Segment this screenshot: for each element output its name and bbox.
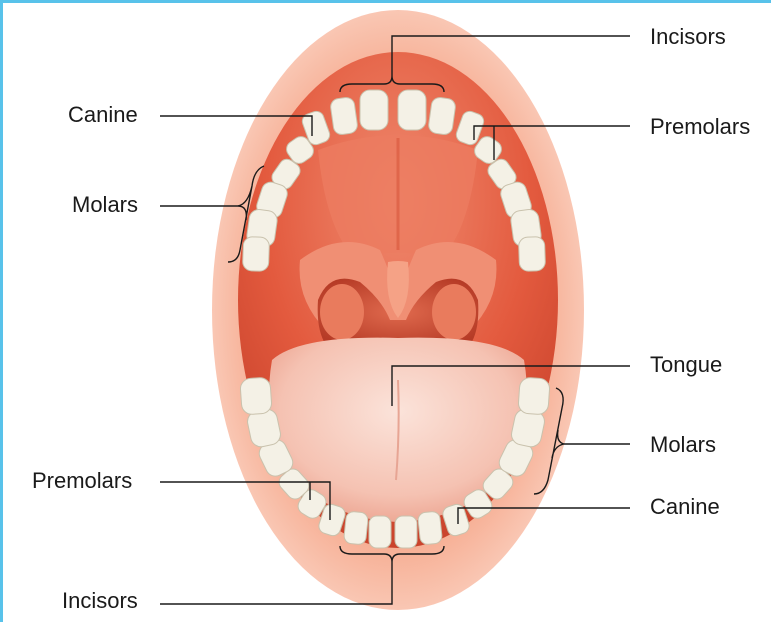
upper-tooth [428,97,457,136]
lower-tooth [343,511,368,545]
label-upper-incisors: Incisors [650,26,726,48]
label-upper-premolars: Premolars [650,116,750,138]
lower-tooth [369,516,391,548]
upper-tooth [330,97,359,136]
left-tonsil [320,284,364,340]
lower-tooth [395,516,417,548]
label-lower-premolars: Premolars [32,470,132,492]
label-upper-molars: Molars [72,194,138,216]
label-tongue: Tongue [650,354,722,376]
label-lower-incisors: Incisors [62,590,138,612]
right-tonsil [432,284,476,340]
lower-tooth [240,377,272,415]
upper-tooth [398,90,426,130]
label-upper-canine: Canine [68,104,138,126]
upper-tooth [518,237,545,272]
label-lower-molars: Molars [650,434,716,456]
label-lower-canine: Canine [650,496,720,518]
lower-tooth [518,377,550,415]
lower-tooth [417,511,442,545]
upper-tooth [360,90,388,130]
upper-tooth [242,237,269,272]
